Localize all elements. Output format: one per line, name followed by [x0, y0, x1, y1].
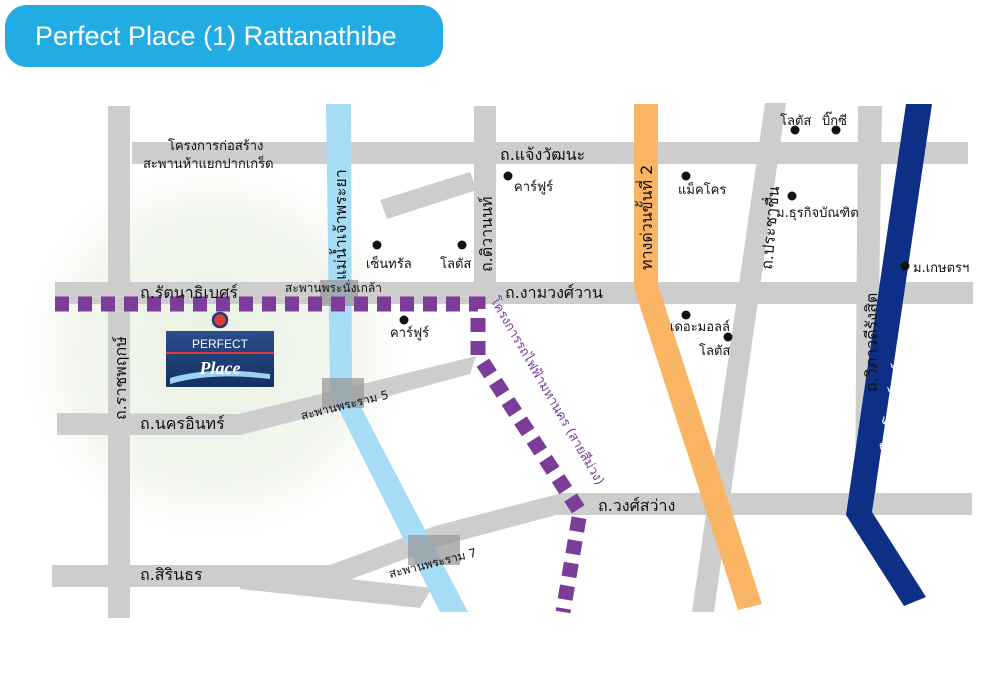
poi-dot-carrefour-chaeng: [503, 171, 513, 181]
poi-dot-bigc: [831, 125, 841, 135]
map-title: Perfect Place (1) Rattanathibe: [5, 5, 443, 67]
poi-dot-carrefour-ratt: [399, 315, 409, 325]
road-label-ratchaphruek: ถ.ราชพฤกษ์: [111, 336, 130, 420]
road-label-nakhon-in: ถ.นครอินทร์: [140, 414, 225, 433]
construction-note-line1: โครงการก่อสร้าง: [168, 138, 263, 154]
poi-dot-central: [372, 240, 382, 250]
road-label-chaeng-watthana: ถ.แจ้งวัฒนะ: [500, 145, 585, 164]
river-label: แม่น้ำเจ้าพระยา: [329, 169, 350, 280]
bridge-label-nonthaburi: สะพานพระนั่งเกล้า: [285, 279, 382, 295]
road-tiwanon: [474, 106, 496, 296]
second-stage-expressway: [634, 104, 762, 610]
poi-dots: [372, 125, 910, 342]
poi-label-lotus-mall: โลตัส: [699, 343, 730, 359]
poi-label-carrefour-chaeng: คาร์ฟูร์: [514, 179, 553, 195]
purple-line-route: [55, 296, 588, 614]
poi-dot-lotus-top: [790, 125, 800, 135]
road-label-wong-sawang: ถ.วงศ์สว่าง: [598, 496, 675, 515]
logo-line1: PERFECT: [192, 337, 249, 351]
poi-dot-lotus-mall: [723, 332, 733, 342]
road-label-tiwanon: ถ.ติวานนท์: [477, 196, 496, 272]
poi-label-central: เซ็นทรัล: [366, 254, 412, 272]
poi-dot-dpu: [787, 191, 797, 201]
road-ratchaphruek: [108, 106, 130, 618]
poi-label-lotus-top: โลตัส: [780, 113, 811, 129]
construction-note-line2: สะพานห้าแยกปากเกร็ด: [143, 154, 274, 172]
road-label-sirindhorn: ถ.สิรินธร: [140, 565, 203, 584]
logo-red-rule: [166, 352, 274, 354]
expressway-label: ทางด่วนขั้นที่ 2: [635, 165, 656, 270]
logo-swoosh: [170, 370, 270, 384]
poi-label-dpu: ม.ธุรกิจบัณฑิต: [776, 206, 859, 221]
poi-dot-kasetsart: [900, 261, 910, 271]
poi-label-carrefour-ratt: คาร์ฟูร์: [390, 325, 429, 341]
don-muang-tollway: [846, 104, 932, 606]
poi-label-kasetsart: ม.เกษตรฯ: [913, 261, 969, 276]
perfect-place-logo: PERFECT Place: [166, 331, 274, 387]
road-nakhon-in: [57, 356, 476, 435]
road-link-chaeng: [380, 172, 477, 219]
poi-dot-lotus-tiwanon: [457, 240, 467, 250]
road-label-rattanathibet: ถ.รัตนาธิเบศร์: [140, 283, 238, 302]
poi-label-bigc: บิ๊กซี: [822, 111, 847, 129]
logo-line2: Place: [199, 358, 241, 378]
road-sirindhorn-branch: [240, 567, 432, 608]
poi-dot-makro: [681, 171, 691, 181]
poi-dot-the-mall: [681, 310, 691, 320]
road-label-ngamwongwan: ถ.งามวงศ์วาน: [505, 283, 603, 302]
poi-label-the-mall: เดอะมอลล์: [670, 319, 730, 335]
poi-label-lotus-tiwanon: โลตัส: [440, 256, 471, 272]
project-location-marker: [211, 311, 229, 329]
chao-phraya-river: [326, 104, 468, 612]
poi-label-makro: แม็คโคร: [678, 180, 726, 198]
road-label-vibhavadi: ถ.วิภาวดีรังสิต: [862, 293, 881, 392]
